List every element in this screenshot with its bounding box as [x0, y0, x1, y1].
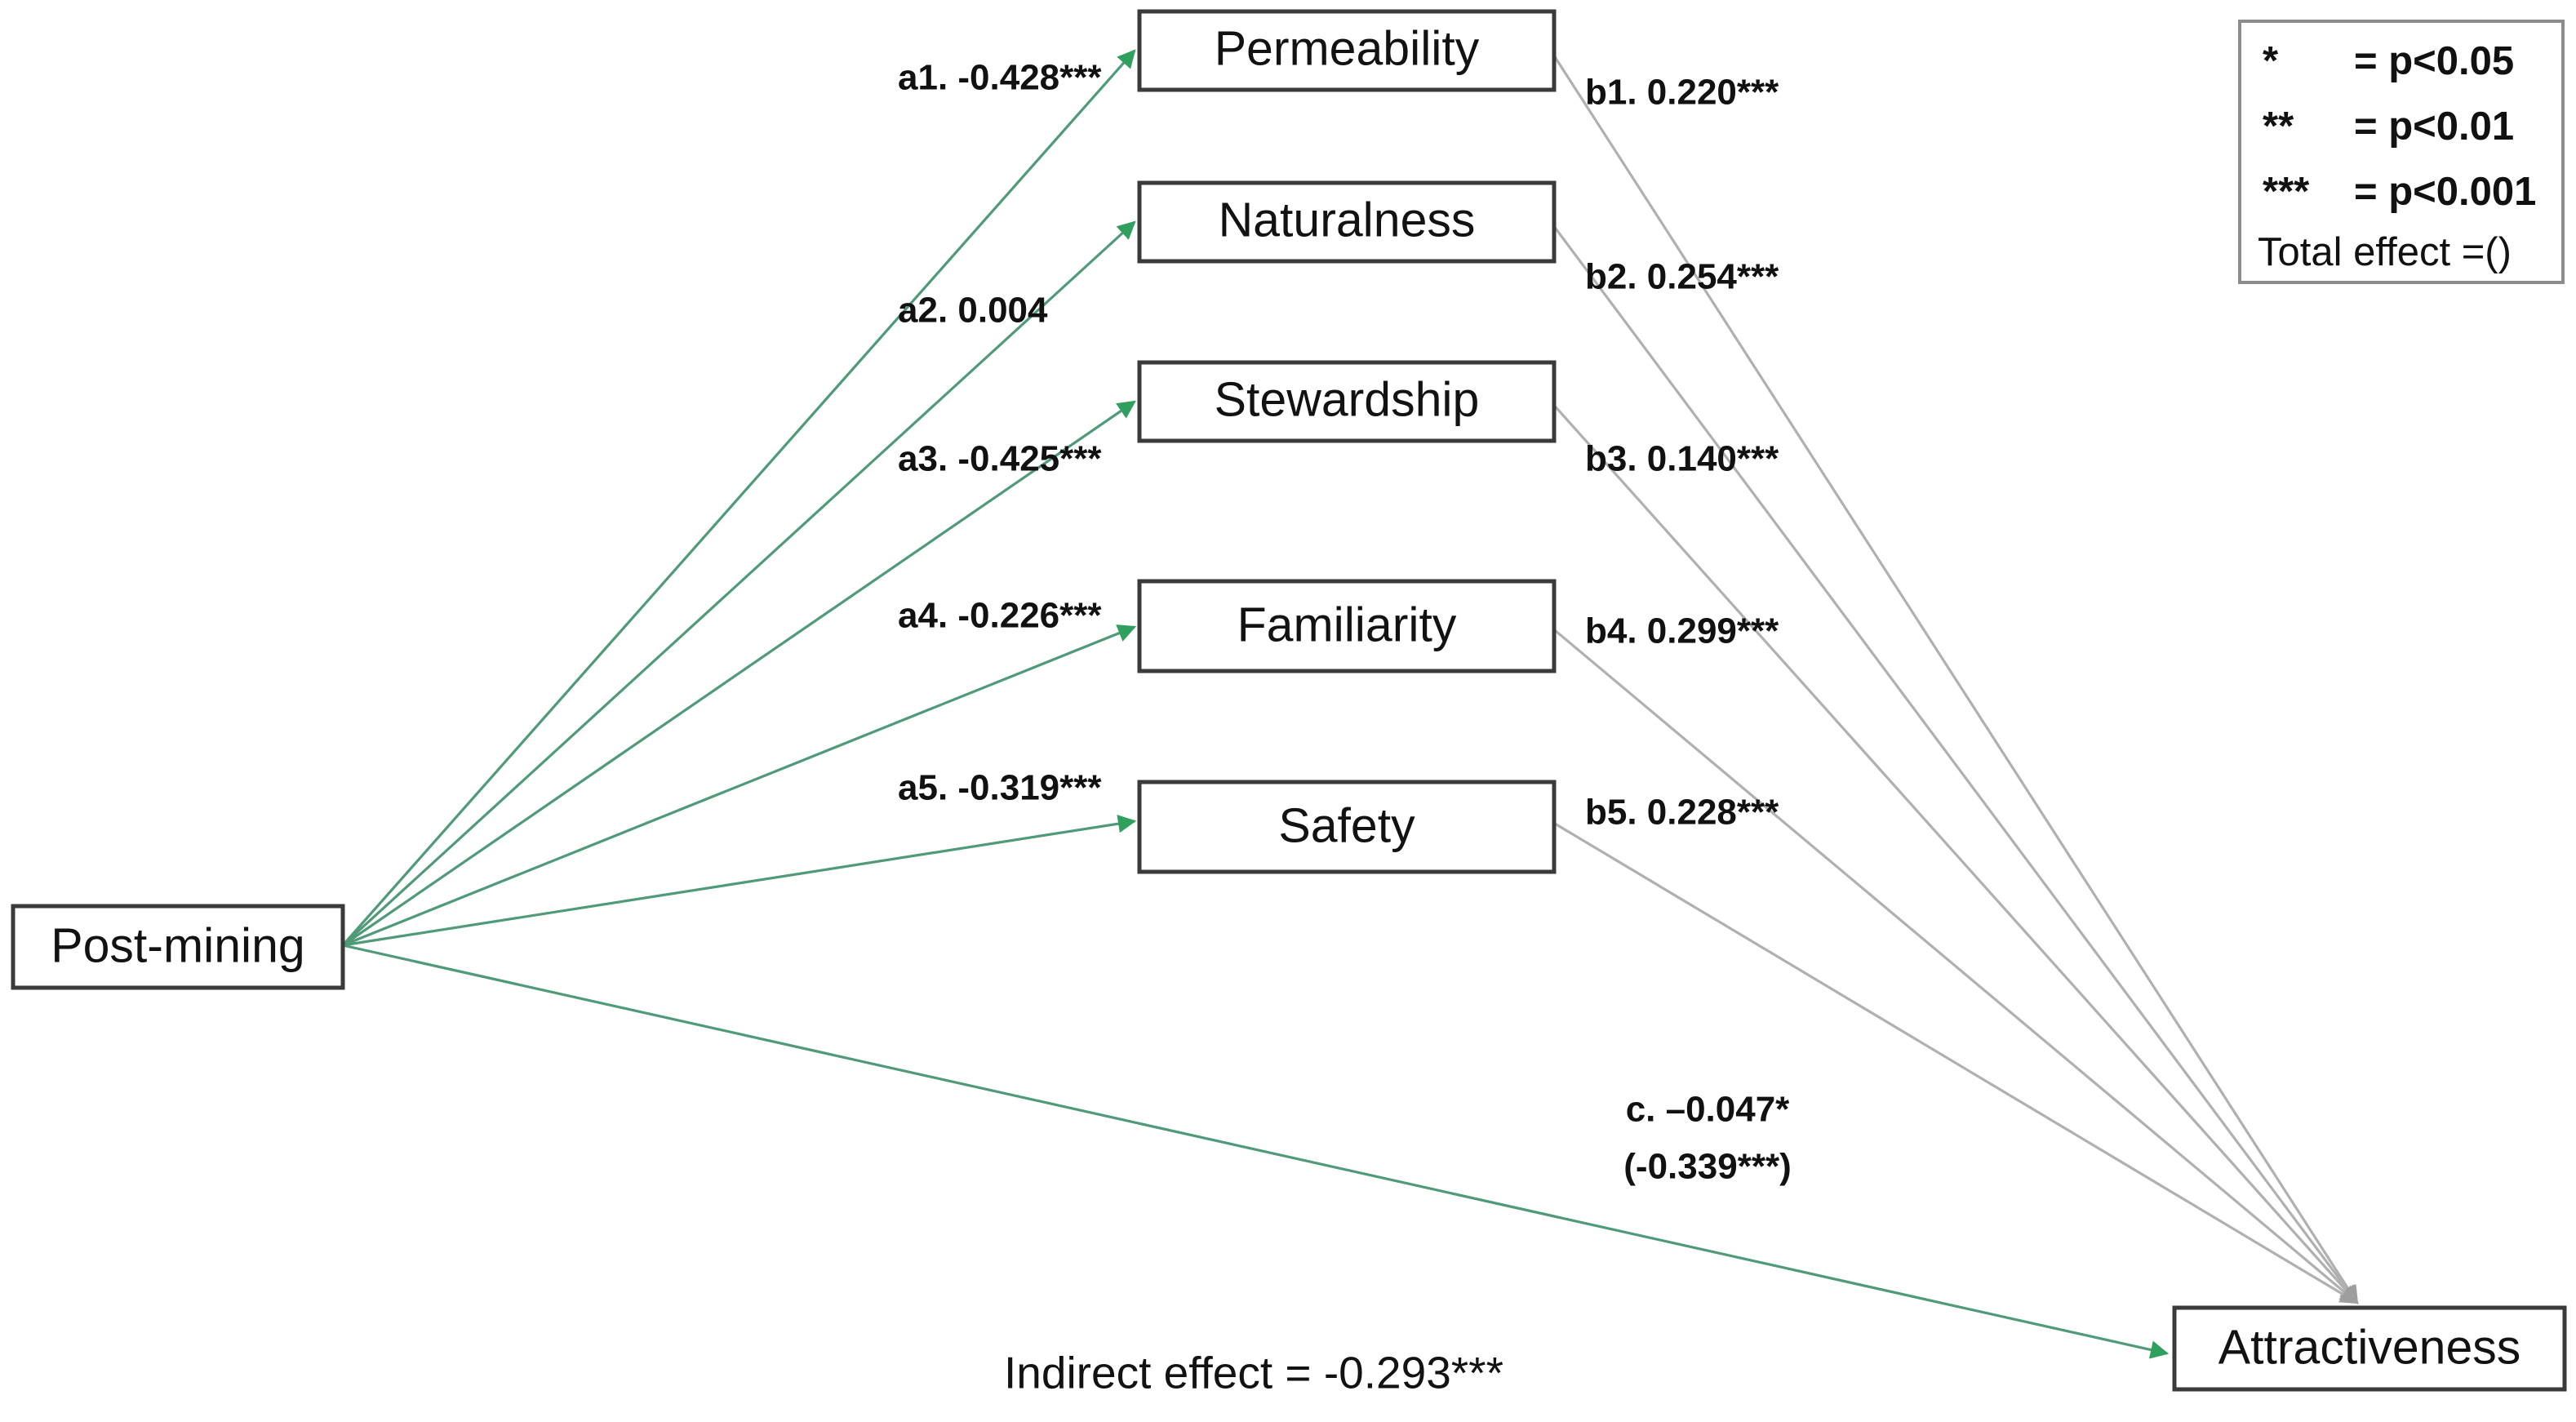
node-safety[interactable]: Safety — [1137, 780, 1557, 874]
a-path-label-2: a2. 0.004 — [898, 291, 1048, 331]
b-path-lines — [1549, 50, 2359, 1304]
legend-text-1: = p<0.05 — [2354, 39, 2514, 83]
node-stewardship[interactable]: Stewardship — [1137, 360, 1557, 443]
familiarity-label: Familiarity — [1237, 598, 1457, 652]
b-path-line-1 — [1549, 50, 2359, 1304]
post-mining-box[interactable] — [11, 904, 345, 990]
b-path-line-3 — [1549, 400, 2359, 1304]
a-path-line-2 — [341, 220, 1136, 947]
node-attractiveness[interactable]: Attractiveness — [2172, 1305, 2567, 1392]
stewardship-label: Stewardship — [1215, 373, 1480, 427]
attractiveness-box[interactable] — [2172, 1305, 2567, 1392]
direct-path-line-c — [342, 944, 2170, 1359]
a-path-line-4 — [342, 624, 1137, 947]
permeability-box[interactable] — [1137, 9, 1557, 92]
legend-symbol-1: * — [2263, 39, 2279, 83]
direct-path-label-line1: c. –0.047* — [1626, 1090, 1790, 1130]
significance-legend: * = p<0.05 ** = p<0.01 *** = p<0.001 Tot… — [2238, 20, 2565, 284]
a-path-line-5 — [342, 815, 1137, 947]
a-path-label-1: a1. -0.428*** — [898, 58, 1102, 98]
attractiveness-label: Attractiveness — [2218, 1321, 2521, 1375]
b-path-label-2: b2. 0.254*** — [1585, 257, 1779, 297]
b-path-label-1: b1. 0.220*** — [1585, 73, 1779, 113]
b-path-label-5: b5. 0.228*** — [1585, 793, 1779, 833]
indirect-effect-label: Indirect effect = -0.293*** — [1004, 1348, 1503, 1398]
a-path-label-5: a5. -0.319*** — [898, 768, 1102, 808]
node-post-mining[interactable]: Post-mining — [11, 904, 345, 990]
a-path-label-3: a3. -0.425*** — [898, 439, 1102, 479]
naturalness-label: Naturalness — [1219, 193, 1476, 247]
permeability-label: Permeability — [1215, 22, 1480, 76]
a-path-line-1 — [341, 49, 1136, 947]
naturalness-box[interactable] — [1137, 180, 1557, 264]
a-path-lines — [341, 49, 1137, 947]
b-path-label-3: b3. 0.140*** — [1585, 439, 1779, 479]
node-familiarity[interactable]: Familiarity — [1137, 579, 1557, 673]
safety-box[interactable] — [1137, 780, 1557, 874]
node-permeability[interactable]: Permeability — [1137, 9, 1557, 92]
stewardship-box[interactable] — [1137, 360, 1557, 443]
legend-symbol-3: *** — [2263, 170, 2310, 214]
b-path-line-2 — [1549, 221, 2359, 1304]
b-path-label-4: b4. 0.299*** — [1585, 611, 1779, 651]
legend-text-2: = p<0.01 — [2354, 104, 2514, 149]
legend-text-3: = p<0.001 — [2354, 170, 2536, 214]
safety-label: Safety — [1278, 799, 1415, 853]
a-path-label-4: a4. -0.226*** — [898, 596, 1102, 636]
a-path-line-3 — [342, 400, 1136, 947]
b-path-line-5 — [1550, 820, 2359, 1304]
post-mining-label: Post-mining — [51, 919, 305, 973]
legend-symbol-2: ** — [2263, 104, 2294, 149]
node-naturalness[interactable]: Naturalness — [1137, 180, 1557, 264]
b-path-line-4 — [1549, 625, 2359, 1304]
familiarity-box[interactable] — [1137, 579, 1557, 673]
legend-total-effect: Total effect =() — [2258, 230, 2512, 274]
legend-box — [2238, 20, 2565, 284]
direct-path-label-line2: (-0.339***) — [1623, 1147, 1791, 1187]
